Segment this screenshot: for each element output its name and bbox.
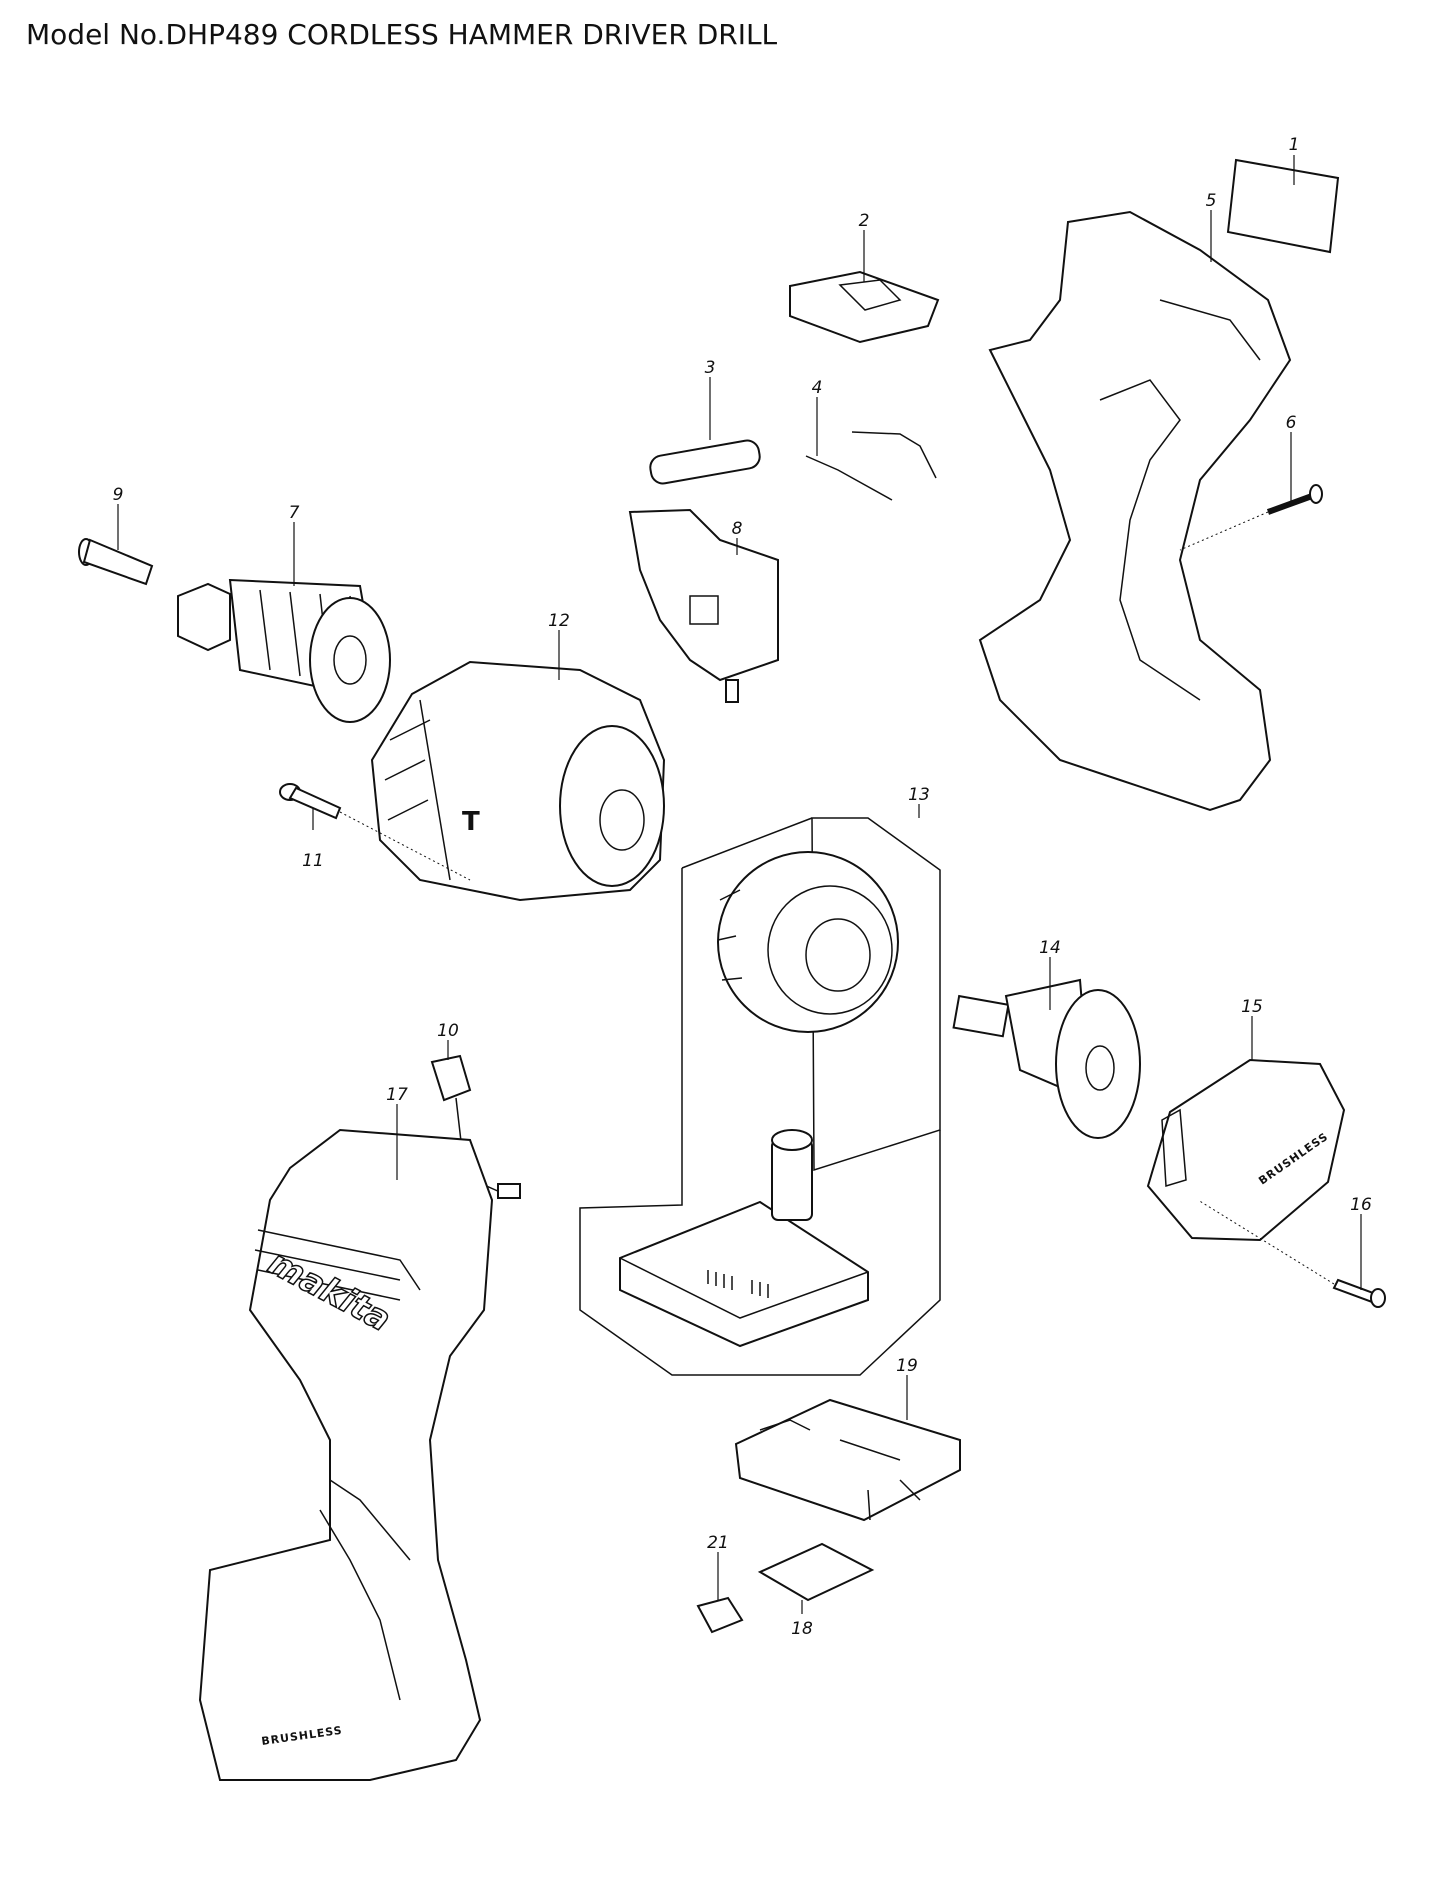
- part-14-rotor[interactable]: 14: [952, 938, 1141, 1139]
- diagram-title: Model No.DHP489 CORDLESS HAMMER DRIVER D…: [26, 18, 778, 51]
- gear-mode-glyph-icon: T: [462, 807, 480, 837]
- part-15-rear-cover[interactable]: BRUSHLESS 15: [1146, 997, 1346, 1242]
- part-1-label-plate[interactable]: 1: [1226, 135, 1340, 254]
- part-17-housing-set[interactable]: makita BRUSHLESS 17: [198, 1085, 494, 1781]
- part-6-screw[interactable]: 6: [1179, 413, 1323, 551]
- part-number-1: 1: [1289, 135, 1300, 155]
- part-11-screw[interactable]: 11: [279, 783, 471, 881]
- part-number-17: 17: [386, 1085, 408, 1105]
- part-number-11: 11: [302, 851, 324, 871]
- stator[interactable]: [717, 851, 899, 1033]
- part-3-button[interactable]: 3: [648, 358, 761, 485]
- part-number-12: 12: [548, 611, 570, 631]
- part-number-16: 16: [1350, 1195, 1372, 1215]
- part-5-housing-set[interactable]: 5: [978, 191, 1292, 812]
- part-number-13: 13: [908, 785, 930, 805]
- part-number-10: 10: [437, 1021, 459, 1041]
- part-4-springs[interactable]: 4: [805, 378, 937, 501]
- part-number-6: 6: [1286, 413, 1297, 433]
- part-12-gear-assembly[interactable]: T 12: [370, 611, 666, 902]
- part-21-clip[interactable]: 21: [696, 1533, 744, 1634]
- part-number-7: 7: [289, 503, 300, 523]
- part-number-4: 4: [812, 378, 823, 398]
- part-number-18: 18: [791, 1619, 813, 1639]
- part-number-9: 9: [113, 485, 124, 505]
- part-13-controller-group[interactable]: 13: [579, 785, 941, 1376]
- part-10-led-circuit[interactable]: 10: [430, 1021, 521, 1199]
- part-number-3: 3: [705, 358, 716, 378]
- part-16-screw[interactable]: 16: [1197, 1195, 1386, 1308]
- part-8-switch[interactable]: 8: [628, 508, 779, 703]
- part-number-15: 15: [1241, 997, 1263, 1017]
- part-number-2: 2: [859, 211, 870, 231]
- part-2-switch-lever[interactable]: 2: [789, 211, 940, 344]
- part-number-5: 5: [1206, 191, 1217, 211]
- part-number-14: 14: [1039, 938, 1061, 958]
- part-number-21: 21: [707, 1533, 729, 1553]
- controller[interactable]: [619, 1129, 869, 1348]
- part-19-terminal[interactable]: 19: [734, 1356, 961, 1522]
- part-7-keyless-chuck[interactable]: 7: [177, 503, 391, 723]
- part-number-19: 19: [896, 1356, 918, 1376]
- part-9-chuck-screw[interactable]: 9: [78, 485, 154, 586]
- part-number-8: 8: [732, 519, 743, 539]
- part-18-label[interactable]: 18: [757, 1542, 875, 1639]
